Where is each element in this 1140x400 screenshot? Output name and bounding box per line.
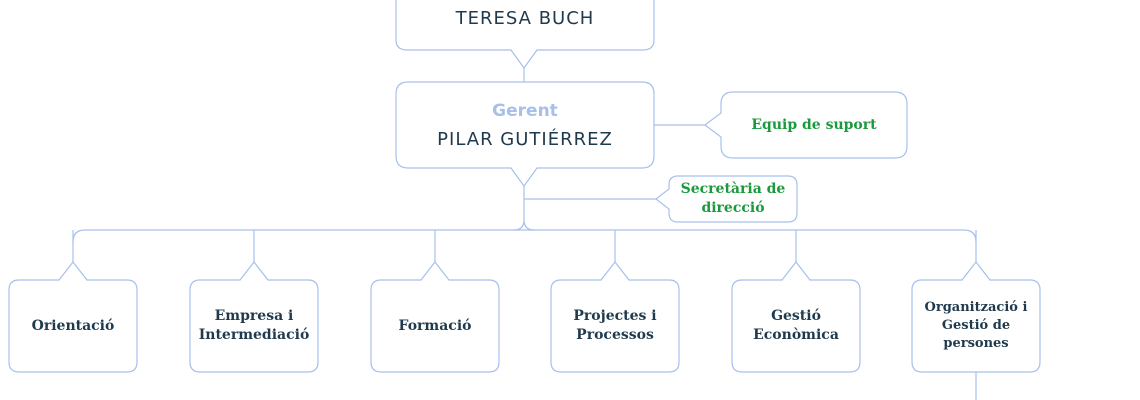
units-layer bbox=[8, 230, 1041, 373]
manager-role: Gerent bbox=[492, 100, 558, 121]
top-box-shape bbox=[395, 0, 655, 70]
unit-node: Gestió Econòmica bbox=[732, 280, 860, 372]
support-1-box-shape bbox=[704, 91, 908, 159]
unit-node: Empresa i Intermediació bbox=[190, 280, 318, 372]
unit-node: Organització i Gestió de persones bbox=[912, 280, 1040, 372]
unit-node: Orientació bbox=[9, 280, 137, 372]
connector-trunk-join bbox=[513, 219, 535, 231]
support-label-equip: Equip de suport bbox=[751, 116, 877, 133]
unit-box-shape-2 bbox=[370, 261, 500, 373]
unit-box-shape-0 bbox=[8, 261, 138, 373]
support-label-secretaria: Secretària de direcció bbox=[680, 181, 786, 216]
unit-box-shape-4 bbox=[731, 261, 861, 373]
manager-name: PILAR GUTIÉRREZ bbox=[437, 128, 613, 150]
unit-label: Orientació bbox=[31, 317, 115, 334]
director-node: TERESA BUCH bbox=[396, 0, 654, 36]
manager-node: Gerent PILAR GUTIÉRREZ bbox=[396, 86, 654, 164]
unit-node: Formació bbox=[371, 280, 499, 372]
unit-box-shape-3 bbox=[550, 261, 680, 373]
manager-box-shape bbox=[395, 81, 655, 188]
unit-node: Projectes i Processos bbox=[551, 280, 679, 372]
support-2-box-shape bbox=[655, 175, 798, 223]
unit-box-shape-5 bbox=[911, 261, 1041, 373]
unit-box-shape-1 bbox=[189, 261, 319, 373]
director-name: TERESA BUCH bbox=[455, 7, 595, 29]
unit-label: Empresa i Intermediació bbox=[198, 308, 310, 343]
support-node-secretaria: Secretària de direcció bbox=[669, 176, 797, 222]
unit-label: Projectes i Processos bbox=[573, 308, 657, 343]
support-node-equip: Equip de suport bbox=[721, 92, 907, 158]
unit-label: Gestió Econòmica bbox=[753, 308, 839, 343]
unit-label: Organització i Gestió de persones bbox=[924, 300, 1028, 351]
connector-bus bbox=[72, 229, 977, 243]
unit-label: Formació bbox=[398, 317, 472, 334]
